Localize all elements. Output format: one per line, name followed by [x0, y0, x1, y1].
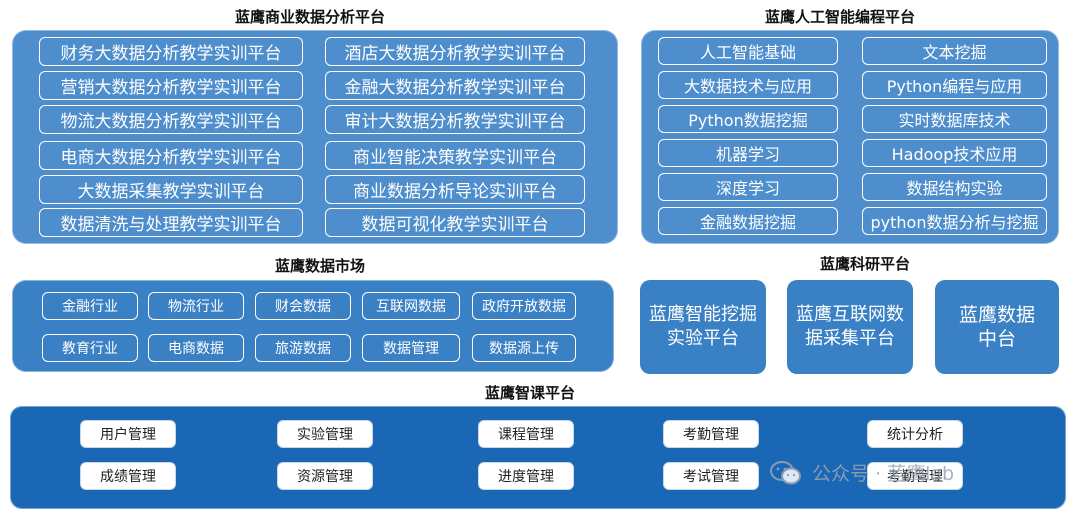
business-item[interactable]: 审计大数据分析教学实训平台: [325, 105, 585, 134]
class-item[interactable]: 考勤管理: [867, 462, 963, 490]
market-item[interactable]: 电商数据: [148, 334, 244, 362]
business-item[interactable]: 物流大数据分析教学实训平台: [39, 105, 303, 134]
ai-item[interactable]: Hadoop技术应用: [862, 139, 1047, 167]
class-item[interactable]: 进度管理: [478, 462, 574, 490]
research-card-line1: 蓝鹰数据: [958, 304, 1035, 326]
business-platform-panel: 财务大数据分析教学实训平台 营销大数据分析教学实训平台 物流大数据分析教学实训平…: [12, 30, 618, 244]
research-card-mining-lab[interactable]: 蓝鹰智能挖掘实验平台: [640, 280, 766, 374]
ai-item[interactable]: 机器学习: [658, 139, 838, 167]
business-platform-title: 蓝鹰商业数据分析平台: [234, 8, 385, 26]
ai-item[interactable]: 深度学习: [658, 173, 838, 201]
ai-platform-title: 蓝鹰人工智能编程平台: [764, 8, 915, 26]
business-item[interactable]: 酒店大数据分析教学实训平台: [325, 37, 585, 66]
market-item[interactable]: 数据源上传: [472, 334, 576, 362]
research-card-line1: 蓝鹰智能挖掘: [649, 304, 757, 325]
ai-item[interactable]: Python数据挖掘: [658, 105, 838, 133]
business-item[interactable]: 数据清洗与处理教学实训平台: [39, 208, 303, 237]
ai-item[interactable]: 大数据技术与应用: [658, 71, 838, 99]
research-card-line2: 实验平台: [667, 328, 739, 349]
market-item[interactable]: 政府开放数据: [472, 292, 576, 320]
business-item[interactable]: 财务大数据分析教学实训平台: [39, 37, 303, 66]
market-item[interactable]: 数据管理: [362, 334, 460, 362]
business-item[interactable]: 金融大数据分析教学实训平台: [325, 71, 585, 100]
ai-platform-panel: 人工智能基础 大数据技术与应用 Python数据挖掘 机器学习 深度学习 金融数…: [641, 30, 1059, 244]
class-item[interactable]: 统计分析: [867, 420, 963, 448]
market-item[interactable]: 教育行业: [42, 334, 138, 362]
ai-item[interactable]: 人工智能基础: [658, 37, 838, 65]
market-item[interactable]: 金融行业: [42, 292, 138, 320]
smart-class-panel: 用户管理 实验管理 课程管理 考勤管理 统计分析 成绩管理 资源管理 进度管理 …: [10, 406, 1066, 509]
research-platform-title: 蓝鹰科研平台: [819, 255, 910, 273]
smart-class-title: 蓝鹰智课平台: [484, 384, 575, 402]
class-item[interactable]: 课程管理: [478, 420, 574, 448]
class-item[interactable]: 资源管理: [277, 462, 373, 490]
ai-item[interactable]: python数据分析与挖掘: [862, 207, 1047, 235]
research-card-line2: 中台: [977, 328, 1016, 350]
ai-item[interactable]: Python编程与应用: [862, 71, 1047, 99]
research-card-web-collection[interactable]: 蓝鹰互联网数据采集平台: [787, 280, 913, 374]
ai-item[interactable]: 实时数据库技术: [862, 105, 1047, 133]
class-item[interactable]: 用户管理: [80, 420, 176, 448]
business-item[interactable]: 电商大数据分析教学实训平台: [39, 141, 303, 170]
market-item[interactable]: 财会数据: [255, 292, 351, 320]
business-item[interactable]: 大数据采集教学实训平台: [39, 175, 303, 204]
ai-item[interactable]: 金融数据挖掘: [658, 207, 838, 235]
market-item[interactable]: 互联网数据: [362, 292, 460, 320]
wechat-icon: [770, 460, 802, 485]
research-card-line1: 蓝鹰互联网数: [796, 304, 904, 325]
data-market-panel: 金融行业 物流行业 财会数据 互联网数据 政府开放数据 教育行业 电商数据 旅游…: [12, 280, 614, 372]
watermark-text: 公众号 · 蓝鹰lab: [812, 463, 955, 485]
research-card-data-hub[interactable]: 蓝鹰数据中台: [935, 280, 1059, 374]
watermark: 公众号 · 蓝鹰lab: [770, 459, 954, 486]
research-card-line2: 据采集平台: [805, 328, 895, 349]
class-item[interactable]: 实验管理: [277, 420, 373, 448]
class-item[interactable]: 考试管理: [663, 462, 759, 490]
class-item[interactable]: 成绩管理: [80, 462, 176, 490]
business-item[interactable]: 数据可视化教学实训平台: [325, 208, 585, 237]
market-item[interactable]: 物流行业: [148, 292, 244, 320]
business-item[interactable]: 商业智能决策教学实训平台: [325, 141, 585, 170]
class-item[interactable]: 考勤管理: [663, 420, 759, 448]
market-item[interactable]: 旅游数据: [255, 334, 351, 362]
business-item[interactable]: 营销大数据分析教学实训平台: [39, 71, 303, 100]
ai-item[interactable]: 数据结构实验: [862, 173, 1047, 201]
data-market-title: 蓝鹰数据市场: [274, 257, 365, 275]
business-item[interactable]: 商业数据分析导论实训平台: [325, 175, 585, 204]
ai-item[interactable]: 文本挖掘: [862, 37, 1047, 65]
